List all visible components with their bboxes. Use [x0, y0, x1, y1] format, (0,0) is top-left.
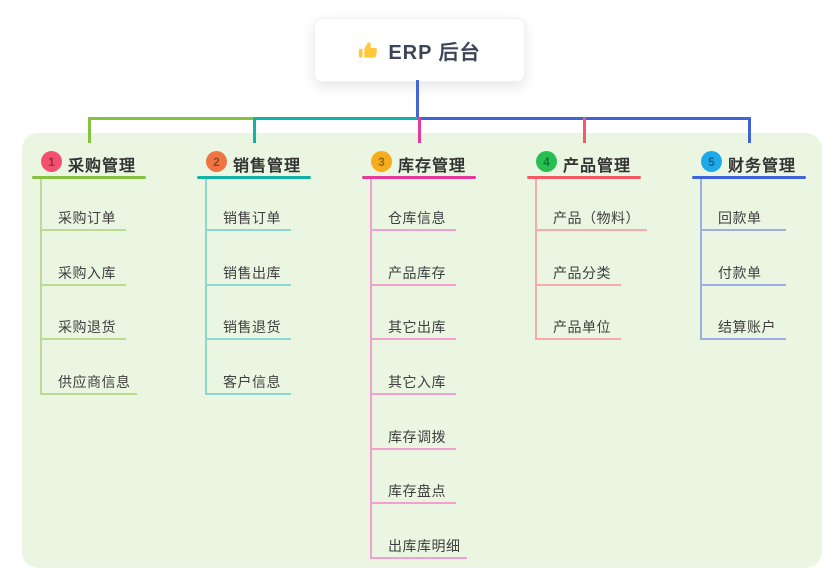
child-node-label[interactable]: 销售退货	[223, 319, 281, 335]
branch-drop-line	[417, 117, 421, 143]
child-node-underline	[370, 557, 467, 559]
child-node-label[interactable]: 产品分类	[553, 265, 611, 281]
branch-title[interactable]: 销售管理	[233, 158, 302, 175]
child-node-label[interactable]: 采购退货	[58, 319, 116, 335]
root-label: ERP 后台	[388, 41, 481, 64]
child-node-underline	[370, 229, 456, 231]
branch-child-rail	[535, 179, 537, 340]
child-node-label[interactable]: 库存调拨	[388, 429, 446, 445]
branch-drop-line	[747, 117, 751, 143]
branch-underline	[32, 176, 146, 179]
branch-title[interactable]: 产品管理	[563, 158, 632, 175]
branch-number-badge: 1	[41, 151, 62, 172]
child-node-underline	[205, 229, 291, 231]
branch-number-badge: 2	[206, 151, 227, 172]
child-node-underline	[205, 284, 291, 286]
child-node-label[interactable]: 采购订单	[58, 210, 116, 226]
child-node-label[interactable]: 结算账户	[718, 319, 776, 335]
branch-underline	[197, 176, 311, 179]
child-node-underline	[370, 502, 456, 504]
branch-number-badge: 5	[701, 151, 722, 172]
bus-segment-teal	[253, 117, 420, 120]
branch-drop-line	[252, 117, 256, 143]
branch-title[interactable]: 采购管理	[68, 158, 137, 175]
child-node-underline	[370, 448, 456, 450]
child-node-underline	[40, 338, 126, 340]
branch-drop-line	[582, 117, 586, 143]
child-node-label[interactable]: 付款单	[718, 265, 762, 281]
child-node-underline	[700, 229, 786, 231]
child-node-underline	[370, 338, 456, 340]
branches-panel	[22, 133, 822, 568]
child-node-label[interactable]: 产品（物料）	[553, 210, 640, 226]
child-node-label[interactable]: 库存盘点	[388, 483, 446, 499]
child-node-underline	[205, 338, 291, 340]
child-node-label[interactable]: 其它出库	[388, 319, 446, 335]
branch-number-badge: 4	[536, 151, 557, 172]
thumbs-up-icon	[358, 40, 379, 61]
branch-underline	[362, 176, 476, 179]
branch-title[interactable]: 库存管理	[398, 158, 467, 175]
child-node-label[interactable]: 回款单	[718, 210, 762, 226]
branch-underline	[692, 176, 806, 179]
child-node-label[interactable]: 销售订单	[223, 210, 281, 226]
branch-number-badge: 3	[371, 151, 392, 172]
child-node-underline	[535, 284, 621, 286]
child-node-label[interactable]: 客户信息	[223, 374, 281, 390]
root-node[interactable]: ERP 后台	[314, 18, 525, 82]
child-node-underline	[40, 229, 126, 231]
child-node-label[interactable]: 销售出库	[223, 265, 281, 281]
child-node-underline	[40, 393, 137, 395]
child-node-underline	[370, 284, 456, 286]
child-node-label[interactable]: 产品单位	[553, 319, 611, 335]
branch-title[interactable]: 财务管理	[728, 158, 797, 175]
branch-child-rail	[205, 179, 207, 395]
child-node-label[interactable]: 采购入库	[58, 265, 116, 281]
child-node-underline	[205, 393, 291, 395]
child-node-label[interactable]: 仓库信息	[388, 210, 446, 226]
branch-child-rail	[40, 179, 42, 395]
child-node-underline	[700, 284, 786, 286]
child-node-label[interactable]: 产品库存	[388, 265, 446, 281]
bus-segment-green	[88, 117, 255, 120]
root-connector-stem	[416, 80, 419, 120]
branch-drop-line	[87, 117, 91, 143]
branch-child-rail	[700, 179, 702, 340]
child-node-label[interactable]: 供应商信息	[58, 374, 131, 390]
child-node-underline	[40, 284, 126, 286]
child-node-underline	[535, 229, 647, 231]
child-node-underline	[535, 338, 621, 340]
branch-underline	[527, 176, 641, 179]
child-node-underline	[700, 338, 786, 340]
child-node-label[interactable]: 出库库明细	[388, 538, 461, 554]
child-node-label[interactable]: 其它入库	[388, 374, 446, 390]
branch-child-rail	[370, 179, 372, 559]
child-node-underline	[370, 393, 456, 395]
